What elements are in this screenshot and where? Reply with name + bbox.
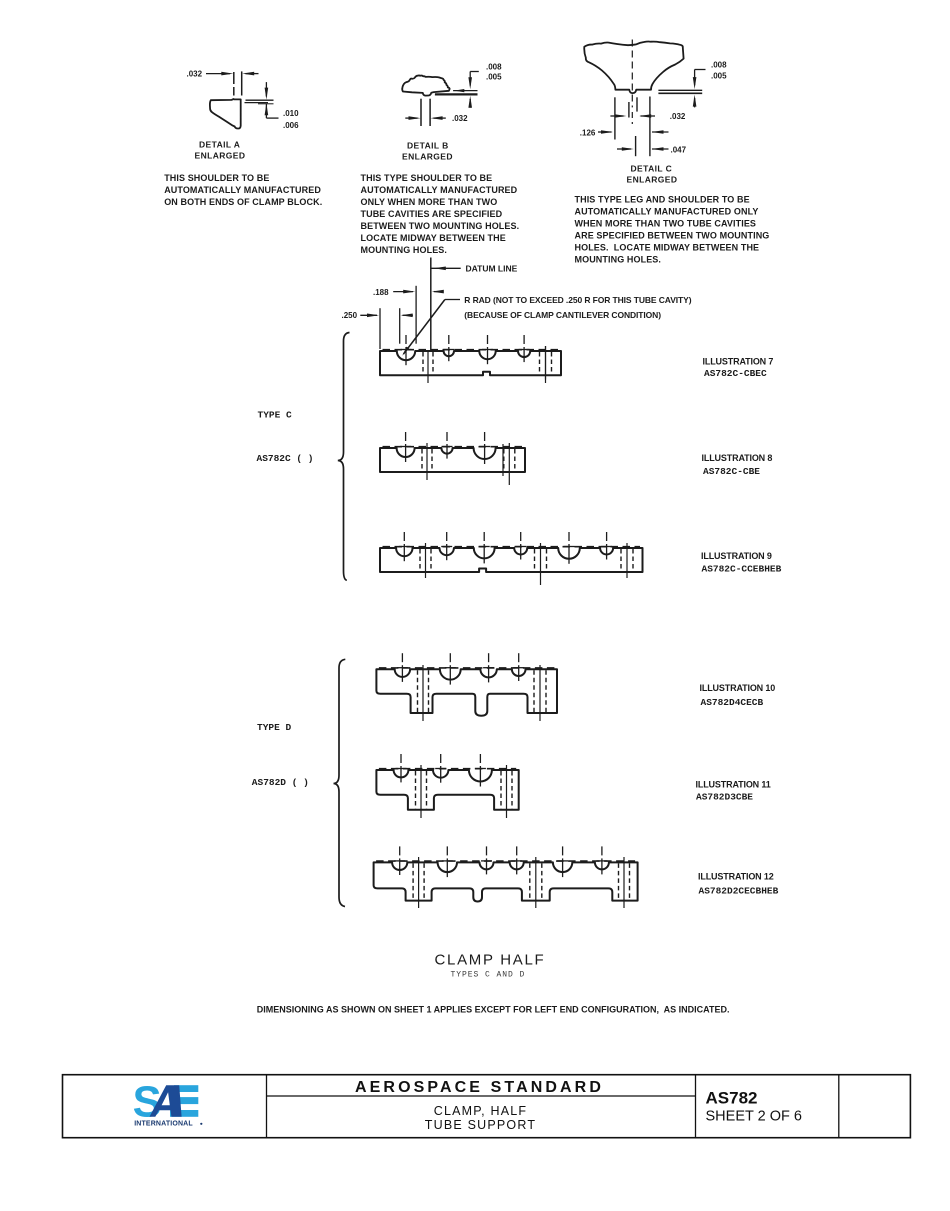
svg-text:WHEN MORE THAN TWO TUBE CAVITI: WHEN MORE THAN TWO TUBE CAVITIES: [575, 219, 757, 229]
svg-text:ILLUSTRATION 10: ILLUSTRATION 10: [700, 683, 776, 693]
svg-text:.006: .006: [283, 121, 299, 130]
svg-text:AS782D ( ): AS782D ( ): [252, 777, 309, 788]
svg-text:.032: .032: [452, 114, 468, 123]
svg-text:AS782D2CECBHEB: AS782D2CECBHEB: [699, 885, 779, 896]
svg-text:AS782C ( ): AS782C ( ): [257, 453, 314, 464]
svg-text:MOUNTING HOLES.: MOUNTING HOLES.: [361, 245, 448, 255]
svg-text:S: S: [133, 1079, 162, 1127]
svg-text:AEROSPACE STANDARD: AEROSPACE STANDARD: [355, 1079, 604, 1096]
svg-text:ILLUSTRATION 12: ILLUSTRATION 12: [698, 871, 774, 881]
svg-text:TYPE C: TYPE C: [258, 410, 293, 421]
svg-text:AUTOMATICALLY MANUFACTURED: AUTOMATICALLY MANUFACTURED: [164, 185, 321, 195]
svg-text:AS782D3CBE: AS782D3CBE: [696, 791, 753, 802]
svg-text:.188: .188: [373, 288, 389, 297]
svg-text:.032: .032: [187, 70, 203, 79]
svg-text:ILLUSTRATION 8: ILLUSTRATION 8: [702, 453, 773, 463]
svg-text:R RAD (NOT TO EXCEED .250 R FO: R RAD (NOT TO EXCEED .250 R FOR THIS TUB…: [464, 295, 691, 305]
svg-text:(BECAUSE OF CLAMP CANTILEVER C: (BECAUSE OF CLAMP CANTILEVER CONDITION): [464, 310, 661, 320]
svg-text:DETAIL A: DETAIL A: [199, 140, 240, 150]
svg-text:.047: .047: [671, 145, 687, 154]
svg-text:INTERNATIONAL: INTERNATIONAL: [134, 1120, 193, 1127]
svg-text:TUBE CAVITIES ARE SPECIFIED: TUBE CAVITIES ARE SPECIFIED: [361, 209, 503, 219]
svg-text:DATUM LINE: DATUM LINE: [466, 263, 518, 273]
svg-text:.126: .126: [580, 128, 596, 137]
svg-text:THIS SHOULDER TO BE: THIS SHOULDER TO BE: [164, 173, 269, 183]
svg-text:ON BOTH ENDS OF CLAMP BLOCK.: ON BOTH ENDS OF CLAMP BLOCK.: [164, 197, 322, 207]
svg-text:.005: .005: [486, 73, 502, 82]
svg-text:MOUNTING HOLES.: MOUNTING HOLES.: [575, 255, 662, 265]
svg-text:THIS TYPE SHOULDER TO BE: THIS TYPE SHOULDER TO BE: [361, 173, 493, 183]
svg-text:CLAMP, HALF: CLAMP, HALF: [434, 1104, 528, 1118]
svg-text:AS782C-CBEC: AS782C-CBEC: [704, 368, 767, 379]
svg-text:DIMENSIONING AS SHOWN ON SHEET: DIMENSIONING AS SHOWN ON SHEET 1 APPLIES…: [257, 1005, 730, 1015]
svg-text:.008: .008: [486, 62, 502, 71]
svg-text:BETWEEN TWO MOUNTING HOLES.: BETWEEN TWO MOUNTING HOLES.: [361, 221, 520, 231]
svg-text:AS782C-CCEBHEB: AS782C-CCEBHEB: [702, 564, 782, 575]
svg-text:.010: .010: [283, 109, 299, 118]
svg-text:ARE SPECIFIED BETWEEN TWO MOUN: ARE SPECIFIED BETWEEN TWO MOUNTING: [575, 231, 770, 241]
svg-text:TYPE D: TYPE D: [257, 722, 292, 733]
svg-text:.032: .032: [670, 112, 686, 121]
svg-text:ILLUSTRATION 11: ILLUSTRATION 11: [696, 779, 771, 789]
svg-text:AS782: AS782: [706, 1089, 758, 1108]
svg-text:ONLY WHEN MORE THAN TWO: ONLY WHEN MORE THAN TWO: [361, 197, 498, 207]
svg-text:SHEET 2 OF 6: SHEET 2 OF 6: [706, 1109, 802, 1125]
svg-text:LOCATE MIDWAY BETWEEN THE: LOCATE MIDWAY BETWEEN THE: [361, 233, 506, 243]
svg-text:ENLARGED: ENLARGED: [627, 175, 678, 185]
svg-text:AUTOMATICALLY MANUFACTURED: AUTOMATICALLY MANUFACTURED: [361, 185, 518, 195]
svg-text:CLAMP HALF: CLAMP HALF: [435, 952, 546, 969]
svg-text:DETAIL C: DETAIL C: [631, 164, 673, 174]
svg-text:TYPES C AND D: TYPES C AND D: [451, 971, 526, 980]
svg-text:THIS TYPE LEG AND SHOULDER TO: THIS TYPE LEG AND SHOULDER TO BE: [575, 195, 750, 205]
svg-text:.008: .008: [711, 61, 727, 70]
svg-text:.250: .250: [342, 311, 358, 320]
svg-text:AS782D4CECB: AS782D4CECB: [701, 697, 764, 708]
svg-text:DETAIL B: DETAIL B: [407, 141, 449, 151]
svg-text:AS782C-CBE: AS782C-CBE: [703, 466, 760, 477]
svg-text:ILLUSTRATION 9: ILLUSTRATION 9: [701, 551, 772, 561]
svg-text:ILLUSTRATION 7: ILLUSTRATION 7: [703, 356, 774, 366]
svg-text:AUTOMATICALLY MANUFACTURED ONL: AUTOMATICALLY MANUFACTURED ONLY: [575, 207, 759, 217]
svg-text:HOLES. LOCATE MIDWAY BETWEEN: HOLES. LOCATE MIDWAY BETWEEN THE: [575, 243, 760, 253]
svg-text:.005: .005: [711, 71, 727, 80]
svg-text:TUBE SUPPORT: TUBE SUPPORT: [425, 1118, 536, 1132]
svg-text:ENLARGED: ENLARGED: [195, 151, 246, 161]
svg-text:ENLARGED: ENLARGED: [402, 152, 453, 162]
